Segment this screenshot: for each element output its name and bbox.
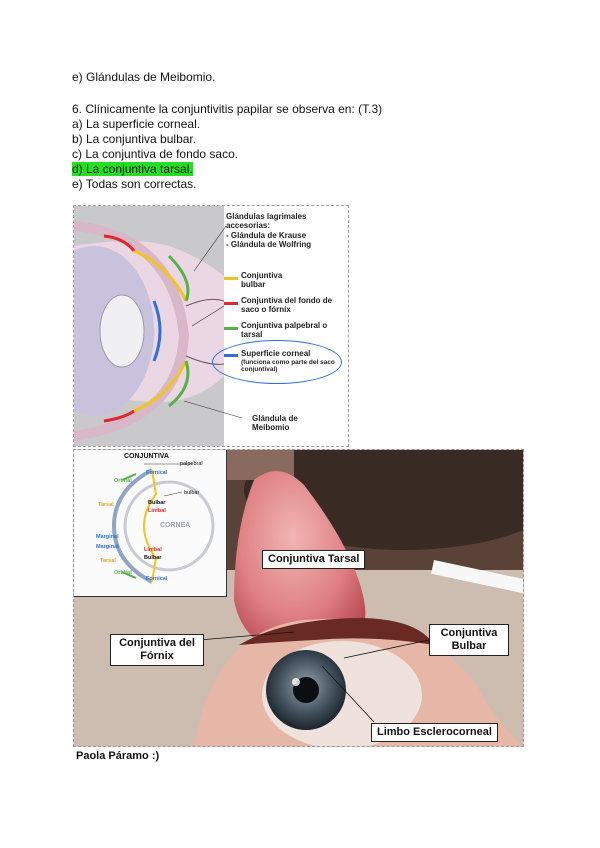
meibomio-label: Glándula de Meibomio [252,414,312,432]
inset-bulbar-top: Bulbar [148,500,165,506]
tarsal-swatch [224,327,238,330]
legend-corneal: Superficie corneal [241,349,310,358]
legend-fornix: Conjuntiva del fondo de saco o fórnix [241,296,341,314]
label-conjuntiva-tarsal: Conjuntiva Tarsal [262,550,365,569]
option-e: e) Todas son correctas. [72,177,197,192]
inset-palpebral: palpebral [180,461,203,467]
option-d-correct: d) La conjuntiva tarsal. [72,162,193,177]
legend-bulbar: Conjuntiva bulbar [241,271,301,289]
inset-title: CONJUNTIVA [124,454,169,460]
gland-krause-label: - Glándula de Krause [226,231,306,240]
option-c: c) La conjuntiva de fondo saco. [72,147,238,162]
gland-wolfring-label: - Glándula de Wolfring [226,240,311,249]
inset-orbital-top: Orbital [114,478,132,484]
fornix-swatch [224,302,238,305]
inset-tarsal-top: Tarsal [98,502,114,508]
inset-tarsal-bottom: Tarsal [100,558,116,564]
label-limbo-esclerocorneal: Limbo Esclerocorneal [371,723,498,742]
inset-marginal-top: Marginal [96,534,119,540]
inset-bulbar-bottom: Bulbar [144,555,161,561]
label-conjuntiva-bulbar: Conjuntiva Bulbar [429,624,509,656]
inset-orbital-bottom: Orbital [114,570,132,576]
previous-option: e) Glándulas de Meibomio. [72,70,215,85]
conjunctiva-inset-diagram: CONJUNTIVA palpebral bulbar Fornical Orb… [74,450,227,597]
option-a: a) La superficie corneal. [72,117,200,132]
bulbar-swatch [224,277,238,280]
inset-marginal-bottom: Marginal [96,544,119,550]
inset-limbal-top: Limbal [148,508,166,514]
conjunctiva-anatomy-diagram: Glándulas lagrimales accesorias: - Glánd… [73,205,349,447]
author-signature: Paola Páramo :) [76,750,159,762]
legend-corneal-note: (funciona como parte del saco conjuntiva… [241,359,337,373]
inset-fornical-bottom: Fornical [146,576,167,582]
inset-cornea: CORNEA [160,523,190,529]
inset-fornical-top: Fornical [146,470,167,476]
highlighted-answer: d) La conjuntiva tarsal. [72,162,193,176]
inset-bulbar: bulbar [184,490,199,496]
option-b: b) La conjuntiva bulbar. [72,132,196,147]
corneal-swatch [224,354,238,357]
gland-title: Glándulas lagrimales accesorias: [226,212,344,230]
inset-limbal-bottom: Limbal [144,547,162,553]
eye-clinical-photo: CONJUNTIVA palpebral bulbar Fornical Orb… [73,449,524,747]
label-conjuntiva-fornix: Conjuntiva del Fórnix [110,634,204,666]
legend-tarsal: Conjuntiva palpebral o tarsal [241,321,331,339]
question-text: 6. Clínicamente la conjuntivitis papilar… [72,102,382,117]
